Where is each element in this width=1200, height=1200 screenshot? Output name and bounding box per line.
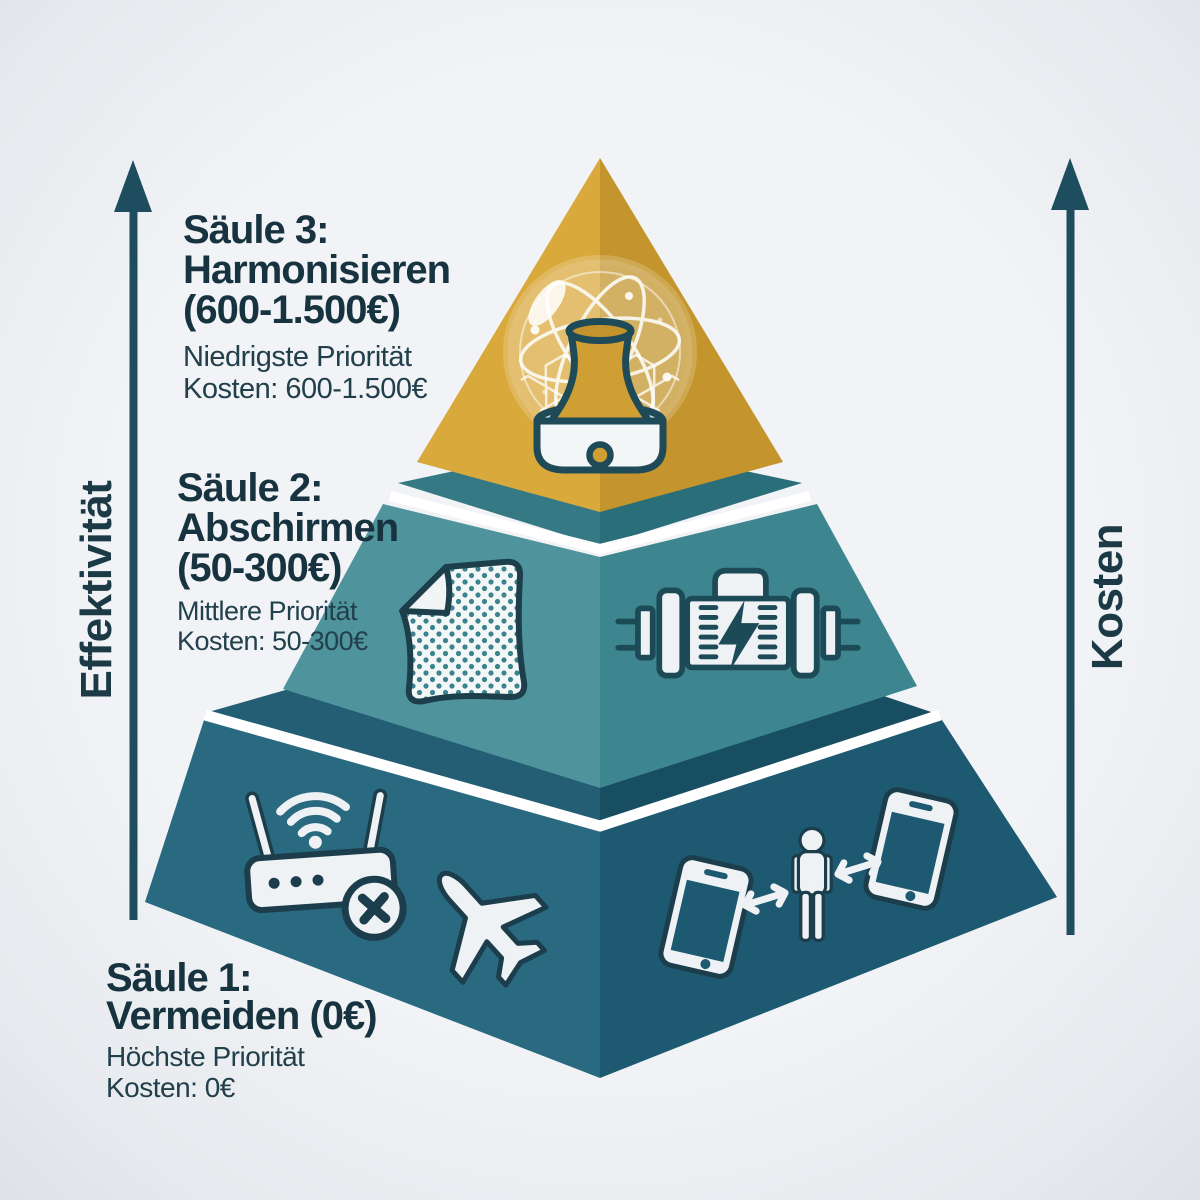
tier3-heading: Säule 3: Harmonisieren (600-1.500€) [183, 208, 451, 332]
cost-axis-label: Kosten [1083, 523, 1132, 671]
x-badge-icon [341, 875, 407, 941]
effectiveness-axis-arrow [114, 160, 152, 920]
person-icon [791, 826, 833, 943]
tier1-cost: Kosten: 0€ [106, 1072, 235, 1103]
tier3-cost: Kosten: 600-1.500€ [183, 373, 428, 405]
tier2-heading-line1: Säule 2: [177, 466, 323, 510]
tier1-heading-line2: Vermeiden (0€) [106, 994, 378, 1038]
tier2-heading-line2: Abschirmen [177, 506, 399, 550]
tier2-label-block: Säule 2: Abschirmen (50-300€) Mittlere P… [177, 466, 399, 656]
cost-axis-arrow [1051, 158, 1089, 935]
tier1-priority: Höchste Priorität [106, 1041, 305, 1072]
tier2-heading: Säule 2: Abschirmen (50-300€) [177, 466, 399, 590]
mains-filter-icon [615, 567, 861, 679]
harmonizer-device-icon [503, 255, 697, 474]
tier3-label-block: Säule 3: Harmonisieren (600-1.500€) Nied… [183, 208, 451, 405]
device-base-dot [586, 441, 614, 469]
tier2-subtext: Mittlere Priorität Kosten: 50-300€ [177, 596, 398, 656]
tier1-label-block: Säule 1: Vermeiden (0€) Höchste Prioritä… [106, 956, 378, 1103]
tier3-subtext: Niedrigste Priorität Kosten: 600-1.500€ [183, 341, 450, 405]
tier-separator-line-1 [203, 709, 942, 832]
effectiveness-axis-label: Effektivität [72, 480, 121, 700]
filter-vents [698, 605, 778, 660]
tier1-heading: Säule 1: Vermeiden (0€) [106, 956, 378, 1038]
tier3-heading-line2: Harmonisieren [183, 248, 451, 292]
shielding-fabric-icon [399, 558, 528, 705]
wifi-router-off-icon [244, 788, 407, 941]
wifi-waves-icon [276, 792, 350, 838]
tier2-cost: Kosten: 50-300€ [177, 626, 368, 656]
fabric-fold-corner [399, 564, 453, 616]
tier1-subtext: Höchste Priorität Kosten: 0€ [106, 1041, 377, 1103]
lightning-bolt-icon [718, 600, 760, 671]
tier3-heading-line1: Säule 3: [183, 208, 329, 252]
tier-separator-line-2 [388, 491, 812, 555]
phone-person-distance-icon [659, 787, 959, 978]
airplane-icon [436, 870, 549, 988]
tier3-priority: Niedrigste Priorität [183, 341, 412, 373]
tier2-heading-line3: (50-300€) [177, 546, 342, 590]
tier2-priority: Mittlere Priorität [177, 596, 358, 626]
tier1-heading-line1: Säule 1: [106, 956, 252, 1000]
tier3-heading-line3: (600-1.500€) [183, 288, 401, 332]
sphere-highlight [528, 280, 566, 326]
